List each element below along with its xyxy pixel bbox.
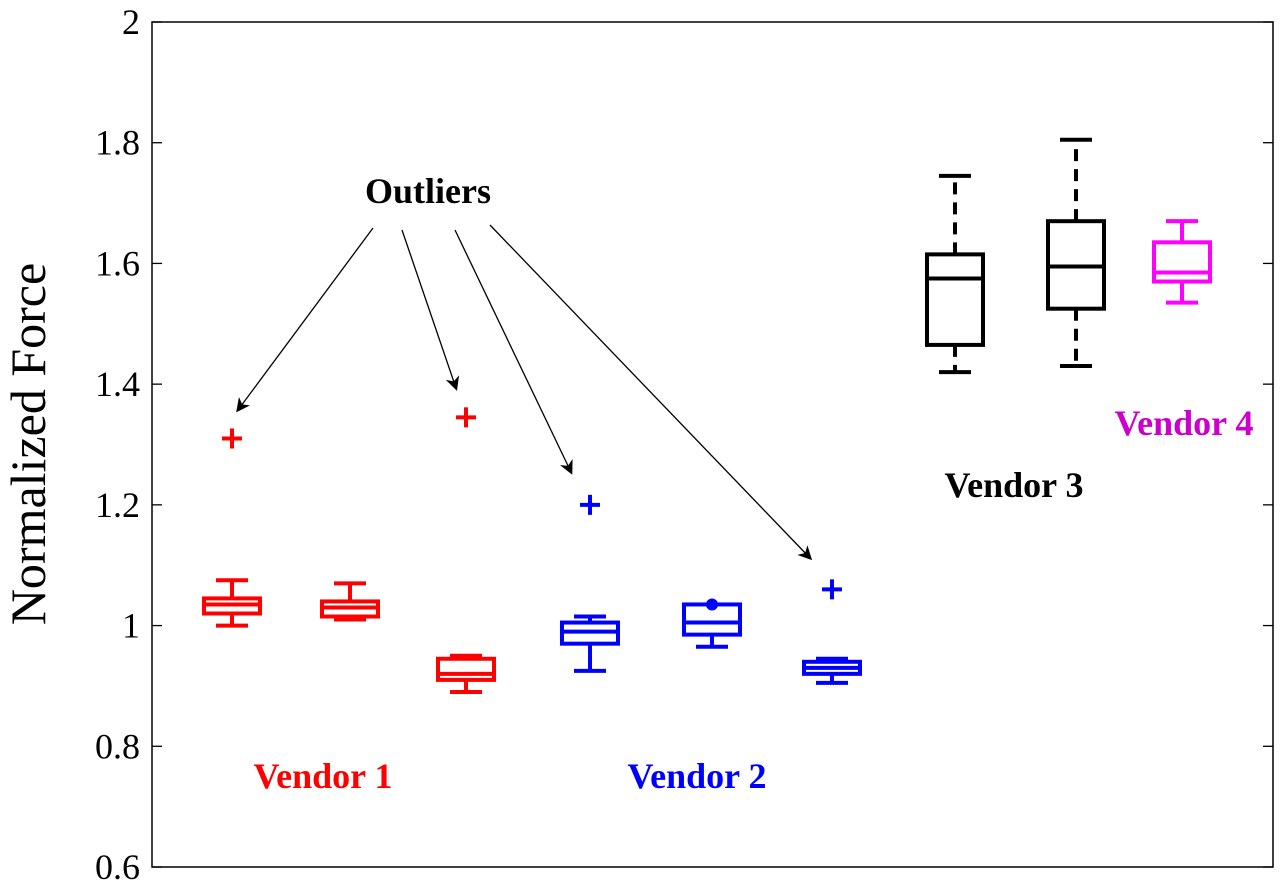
vendor-1-label: Vendor 1 <box>253 756 392 796</box>
outlier-arrow-3 <box>454 229 573 475</box>
y-tick-label: 1.2 <box>95 485 140 525</box>
y-tick-label: 1.4 <box>95 364 140 404</box>
box-3 <box>436 407 496 694</box>
y-tick-label: 0.8 <box>95 726 140 766</box>
y-tick-label: 1.8 <box>95 123 140 163</box>
outlier-arrow-1 <box>236 227 374 413</box>
vendor-4-label: Vendor 4 <box>1114 403 1253 443</box>
y-tick-label: 1 <box>122 606 140 646</box>
box-8 <box>1046 137 1106 369</box>
y-axis: 0.6 0.8 1 1.2 1.4 1.6 1.8 2 <box>95 2 1273 887</box>
box-body <box>925 252 985 347</box>
annotations-group: Outliers Vendor 1 Vendor 2 Vendor 3 Vend… <box>236 171 1254 796</box>
box-6 <box>802 579 862 685</box>
box-5 <box>682 598 742 649</box>
boxes-group <box>202 137 1212 694</box>
box-4 <box>560 494 620 673</box>
vendor-3-label: Vendor 3 <box>944 465 1083 505</box>
outliers-label: Outliers <box>365 171 491 211</box>
outlier-arrow-4 <box>489 224 813 561</box>
box-9 <box>1152 219 1212 305</box>
outlier-arrow-2 <box>401 229 460 391</box>
box-body <box>436 656 496 682</box>
box-body <box>682 602 742 637</box>
box-2 <box>320 581 380 622</box>
y-axis-label: Normalized Force <box>0 263 56 625</box>
plot-frame <box>151 21 1274 868</box>
y-tick-label: 2 <box>122 2 140 42</box>
vendor-2-label: Vendor 2 <box>627 756 766 796</box>
box-1 <box>202 428 262 628</box>
box-body <box>1152 240 1212 284</box>
y-tick-label: 1.6 <box>95 243 140 283</box>
outlier-point <box>706 598 718 611</box>
y-tick-label: 0.6 <box>95 847 140 887</box>
box-7 <box>925 173 985 375</box>
